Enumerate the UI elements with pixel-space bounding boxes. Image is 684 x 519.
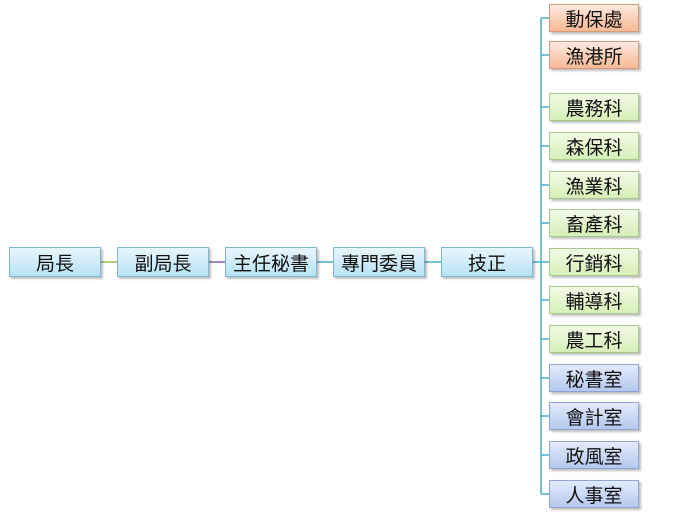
chief-box[interactable]: 局長 [9,247,101,277]
unit-box-livestock[interactable]: 畜產科 [549,209,639,237]
senior-specialist-box[interactable]: 專門委員 [333,247,425,277]
unit-box-ethics[interactable]: 政風室 [549,441,639,469]
unit-box-fishing-port[interactable]: 漁港所 [549,41,639,69]
unit-box-personnel[interactable]: 人事室 [549,480,639,508]
unit-box-marketing[interactable]: 行銷科 [549,248,639,276]
unit-box-accounting[interactable]: 會計室 [549,402,639,430]
unit-box-farm-engineering[interactable]: 農工科 [549,325,639,353]
connector-branches [541,17,549,495]
unit-box-guidance[interactable]: 輔導科 [549,286,639,314]
unit-box-animal-protection[interactable]: 動保處 [549,4,639,32]
unit-box-fisheries[interactable]: 漁業科 [549,171,639,199]
chief-secretary-box[interactable]: 主任秘書 [225,247,317,277]
technical-specialist-box[interactable]: 技正 [441,247,533,277]
unit-box-agriculture[interactable]: 農務科 [549,93,639,121]
deputy-chief-box[interactable]: 副局長 [117,247,209,277]
unit-box-secretariat[interactable]: 秘書室 [549,364,639,392]
unit-box-forestry[interactable]: 森保科 [549,132,639,160]
